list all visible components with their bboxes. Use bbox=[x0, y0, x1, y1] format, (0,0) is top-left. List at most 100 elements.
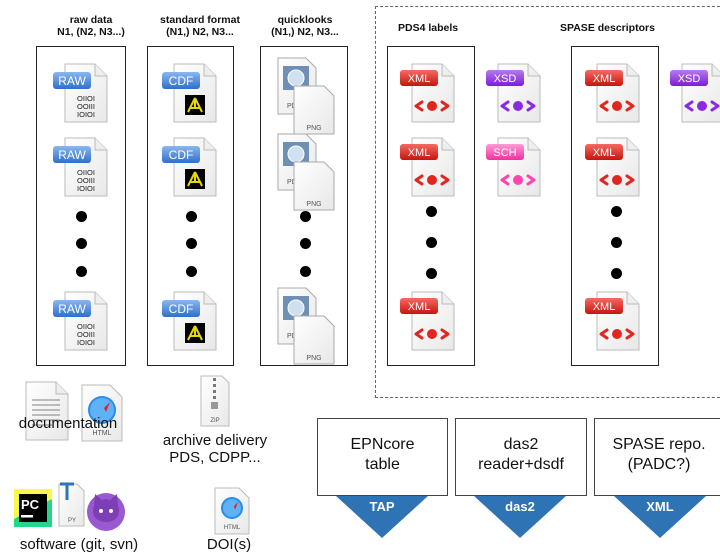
sch-tag-text: SCH bbox=[493, 147, 516, 159]
das2-reader-box: das2 reader+dsdf bbox=[455, 418, 587, 496]
ellipsis-dot bbox=[186, 266, 197, 277]
ellipsis-dot bbox=[186, 238, 197, 249]
sch-file-icon: SCH bbox=[484, 136, 546, 203]
text-document-icon bbox=[22, 380, 74, 447]
xml-tag-text: XML bbox=[408, 147, 431, 159]
xsd-file-icon: XSD bbox=[484, 62, 546, 129]
standard-format-header-line1: standard format bbox=[160, 14, 240, 26]
quicklooks-header: quicklooks (N1,) N2, N3... bbox=[250, 14, 360, 38]
ellipsis-dot bbox=[426, 237, 437, 248]
quicklooks-header-line1: quicklooks bbox=[277, 14, 333, 26]
archive-delivery-line1: archive delivery bbox=[162, 432, 268, 449]
ellipsis-dot bbox=[76, 238, 87, 249]
raw-body-line: OIIOI bbox=[77, 168, 95, 177]
quicklooks-header-line2: (N1,) N2, N3... bbox=[271, 26, 339, 38]
standard-format-header: standard format (N1,) N2, N3... bbox=[140, 14, 260, 38]
ellipsis-dot bbox=[76, 266, 87, 277]
cdf-tag-text: CDF bbox=[169, 148, 194, 162]
raw-tag-text: RAW bbox=[58, 74, 86, 88]
xml-file-icon: XML bbox=[398, 62, 460, 129]
raw-body-line: OOIII bbox=[77, 176, 95, 185]
xml-tag-text: XML bbox=[593, 73, 616, 85]
ellipsis-dot bbox=[186, 211, 197, 222]
ellipsis-dot bbox=[300, 211, 311, 222]
py-tag-text: PY bbox=[68, 518, 76, 524]
cdf-file-icon: CDF bbox=[160, 62, 222, 129]
standard-format-header-line2: (N1,) N2, N3... bbox=[166, 26, 234, 38]
pycharm-logo-text: PC bbox=[21, 497, 40, 512]
spase-repo-box: SPASE repo. (PADC?) bbox=[594, 418, 720, 496]
epncore-table-box: EPNcore table bbox=[317, 418, 448, 496]
raw-body-line: OIIOI bbox=[77, 94, 95, 103]
xml-protocol-arrow: XML bbox=[614, 496, 706, 542]
raw-body-line: IOIOI bbox=[77, 184, 95, 193]
png-tag-text: PNG bbox=[306, 125, 321, 132]
doi-label: DOI(s) bbox=[206, 536, 252, 553]
xml-tag-text: XML bbox=[408, 301, 431, 313]
ellipsis-dot bbox=[426, 206, 437, 217]
xml-file-icon: XML bbox=[583, 62, 645, 129]
xml-file-icon: XML bbox=[583, 136, 645, 203]
service-line2: (PADC?) bbox=[627, 456, 691, 473]
zip-file-icon: ZIP bbox=[198, 374, 232, 433]
pycharm-icon: PC bbox=[14, 489, 52, 532]
archive-delivery-line2: PDS, CDPP... bbox=[169, 449, 261, 466]
ellipsis-dot bbox=[76, 211, 87, 222]
ellipsis-dot bbox=[426, 268, 437, 279]
html-tag-text: HTML bbox=[92, 430, 111, 437]
service-line1: SPASE repo. bbox=[612, 436, 706, 453]
documentation-label: documentation bbox=[18, 415, 118, 432]
xsd-tag-text: XSD bbox=[494, 73, 517, 85]
xml-tag-text: XML bbox=[593, 147, 616, 159]
html-file-icon: HTML bbox=[78, 383, 128, 448]
pdf-png-quicklook-icon: PDF PNG bbox=[272, 132, 338, 217]
raw-body-line: OIIOI bbox=[77, 322, 95, 331]
cdf-file-icon: CDF bbox=[160, 290, 222, 357]
raw-body-line: IOIOI bbox=[77, 338, 95, 347]
software-label: software (git, svn) bbox=[19, 536, 139, 553]
raw-data-header: raw data N1, (N2, N3...) bbox=[36, 14, 146, 38]
ellipsis-dot bbox=[300, 266, 311, 277]
html-tag-text: HTML bbox=[224, 525, 241, 531]
service-line1: EPNcore bbox=[350, 436, 415, 453]
xml-tag-text: XML bbox=[593, 301, 616, 313]
html-file-icon: HTML bbox=[212, 486, 252, 541]
archive-delivery-label: archive delivery PDS, CDPP... bbox=[150, 432, 280, 466]
das2-protocol-arrow: das2 bbox=[474, 496, 566, 542]
xsd-file-icon: XSD bbox=[668, 62, 720, 124]
ellipsis-dot bbox=[611, 268, 622, 279]
ellipsis-dot bbox=[300, 238, 311, 249]
pdf-png-quicklook-icon: PDF PNG bbox=[272, 286, 338, 371]
pdf-png-quicklook-icon: PDF PNG bbox=[272, 56, 338, 141]
cdf-tag-text: CDF bbox=[169, 302, 194, 316]
raw-body-line: OOIII bbox=[77, 330, 95, 339]
png-tag-text: PNG bbox=[306, 355, 321, 362]
das2-protocol-label: das2 bbox=[505, 499, 535, 514]
raw-body-line: IOIOI bbox=[77, 110, 95, 119]
raw-file-icon: RAW OIIOI OOIII IOIOI bbox=[51, 290, 113, 357]
raw-file-icon: RAW OIIOI OOIII IOIOI bbox=[51, 62, 113, 129]
raw-file-icon: RAW OIIOI OOIII IOIOI bbox=[51, 136, 113, 203]
pds4-labels-header: PDS4 labels bbox=[398, 22, 459, 34]
ellipsis-dot bbox=[611, 206, 622, 217]
xml-file-icon: XML bbox=[398, 136, 460, 203]
png-tag-text: PNG bbox=[306, 201, 321, 208]
xsd-tag-text: XSD bbox=[678, 73, 701, 85]
service-line2: table bbox=[365, 456, 400, 473]
service-line1: das2 bbox=[503, 436, 539, 453]
service-line2: reader+dsdf bbox=[478, 456, 564, 473]
raw-data-header-line1: raw data bbox=[69, 14, 113, 26]
xml-protocol-label: XML bbox=[646, 499, 674, 514]
cdf-file-icon: CDF bbox=[160, 136, 222, 203]
metadata-dashed-box bbox=[375, 6, 720, 398]
xml-tag-text: XML bbox=[408, 73, 431, 85]
raw-tag-text: RAW bbox=[58, 148, 86, 162]
zip-tag-text: ZIP bbox=[210, 418, 219, 424]
xml-file-icon: XML bbox=[398, 290, 460, 357]
xml-file-icon: XML bbox=[583, 290, 645, 357]
spase-descriptors-header: SPASE descriptors bbox=[560, 22, 655, 34]
raw-tag-text: RAW bbox=[58, 302, 86, 316]
github-octocat-icon bbox=[84, 488, 128, 537]
python-file-icon: PY bbox=[56, 478, 86, 533]
ellipsis-dot bbox=[611, 237, 622, 248]
